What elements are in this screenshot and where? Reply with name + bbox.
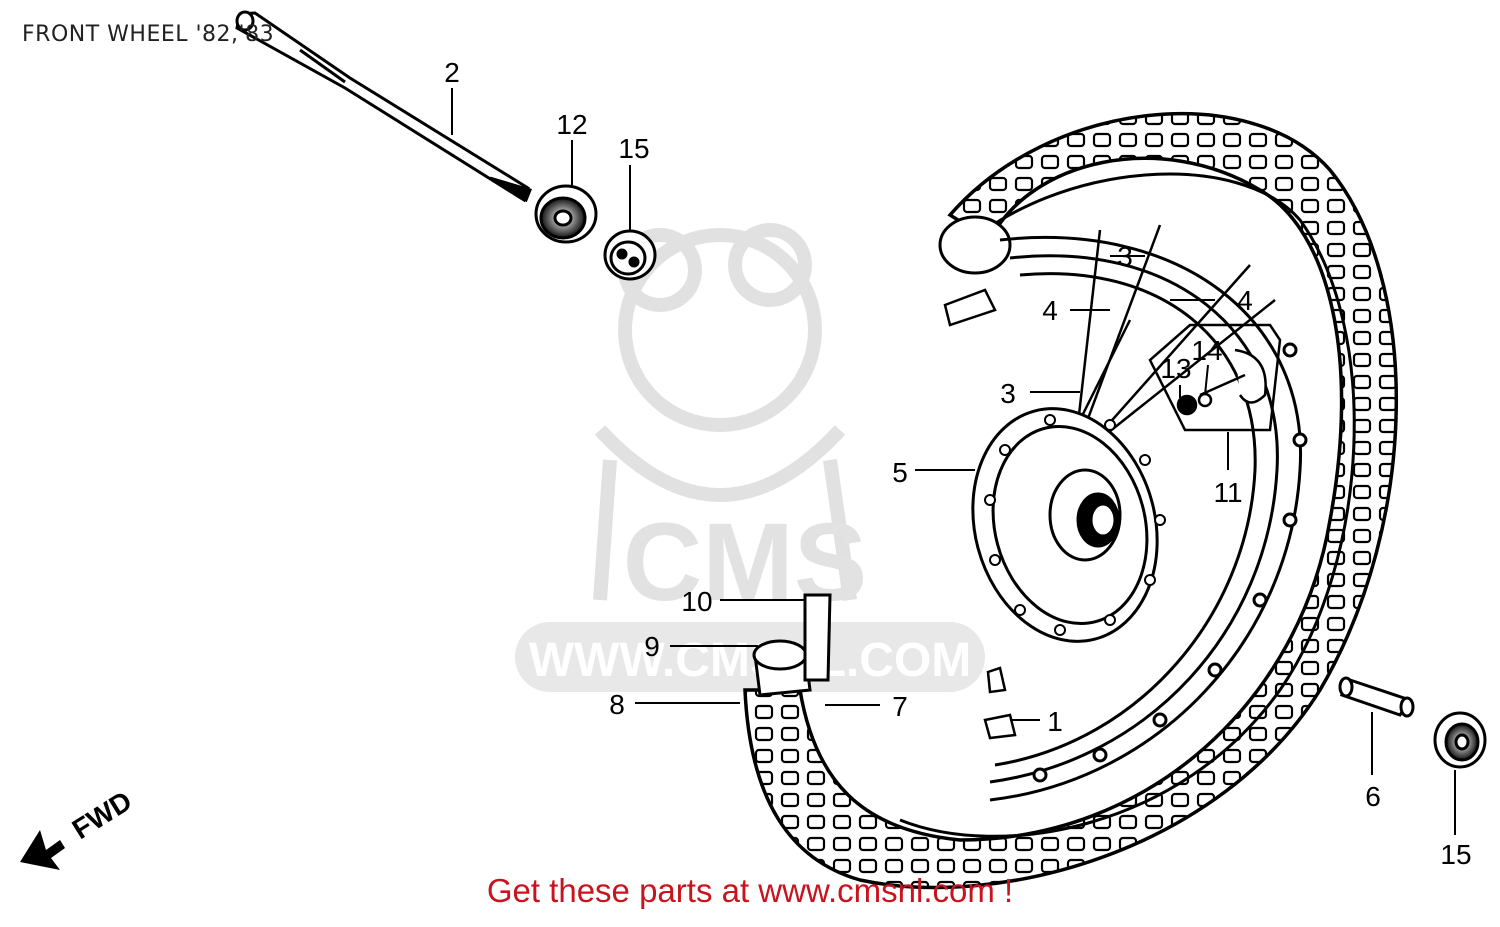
tire: [743, 111, 1399, 890]
distance-collar: [1338, 676, 1415, 718]
valve-group: [1148, 323, 1282, 432]
watermark-url-pill: [515, 622, 985, 692]
fwd-arrow: [20, 830, 65, 870]
bearing-12: [534, 184, 598, 244]
rim: [989, 235, 1308, 802]
fwd-label: FWD: [67, 785, 138, 845]
callout-6: 6: [1365, 781, 1381, 812]
callout-5: 5: [892, 457, 908, 488]
callout-15-right: 15: [1440, 839, 1471, 870]
callout-3-lower: 3: [1000, 378, 1016, 409]
callout-2: 2: [444, 57, 460, 88]
callout-13: 13: [1160, 353, 1191, 384]
hub: [971, 407, 1166, 643]
callout-7: 7: [892, 691, 908, 722]
callout-12: 12: [556, 109, 587, 140]
shop-link-banner[interactable]: Get these parts at www.cmsnl.com !: [486, 872, 1014, 909]
bearing-15-left: [603, 229, 657, 281]
callout-8: 8: [609, 689, 625, 720]
callout-3-upper: 3: [1117, 241, 1133, 272]
front-axle: [235, 10, 533, 203]
inner-tube-section: [752, 593, 832, 697]
watermark-url: WWW.CMSNL.COM: [529, 634, 972, 687]
spoke-nipple: [983, 666, 1017, 740]
callout-15-left: 15: [618, 133, 649, 164]
bearing-15-right: [1433, 711, 1487, 769]
callout-9: 9: [644, 631, 660, 662]
watermark-logo: [593, 223, 857, 601]
callout-1: 1: [1047, 706, 1063, 737]
callout-11: 11: [1213, 477, 1242, 508]
callout-14: 14: [1191, 335, 1222, 366]
callout-10: 10: [681, 586, 712, 617]
callout-numbers: 2 12 15 3 4 4 14 13 3 5 11 10 9 8 7 1 6 …: [444, 57, 1471, 870]
callout-4-left: 4: [1042, 295, 1058, 326]
diagram-title: FRONT WHEEL '82,'83: [22, 22, 275, 47]
leader-lines: [451, 88, 1456, 835]
callout-4-right: 4: [1237, 285, 1253, 316]
